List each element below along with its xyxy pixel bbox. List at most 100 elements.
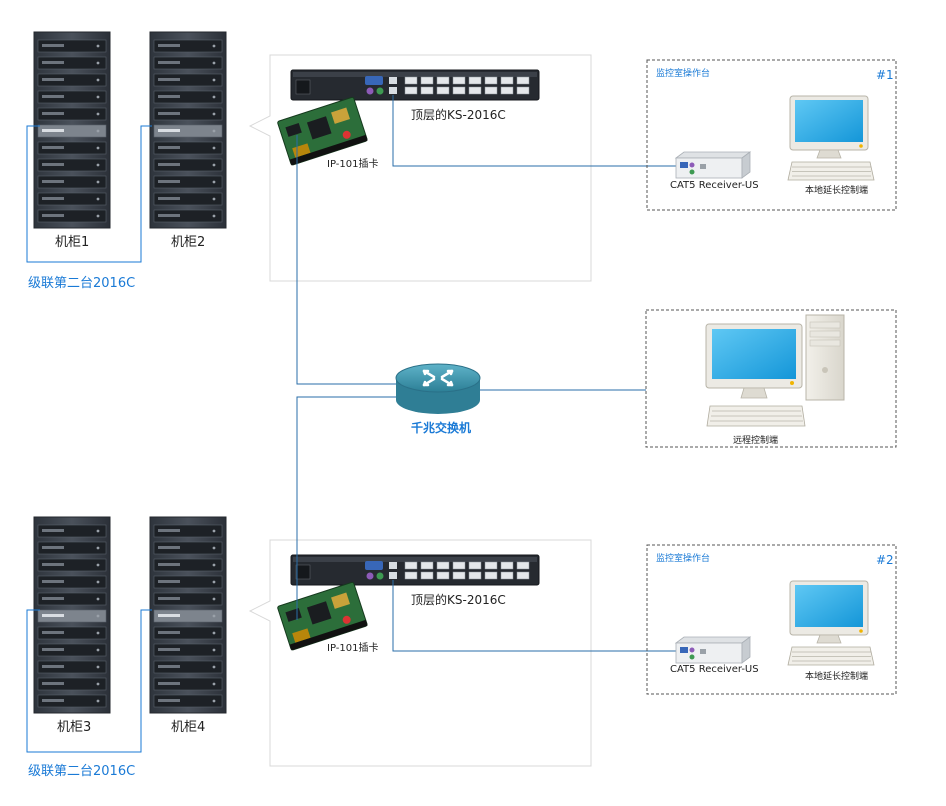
rack-server-unit xyxy=(153,609,223,623)
remote-console-frame xyxy=(645,309,897,448)
rack-server-unit xyxy=(37,124,107,138)
rack-server-unit xyxy=(153,209,223,223)
rack-unit-bezel xyxy=(158,112,180,115)
rack-server-unit xyxy=(153,626,223,640)
line-kvm-top-to-receiver xyxy=(392,95,676,167)
kvm-label-bottom: 顶层的KS-2016C xyxy=(411,592,506,607)
rack-server-unit xyxy=(37,558,107,572)
rack-unit-bezel xyxy=(42,614,64,617)
rj45-port-icon xyxy=(516,86,530,95)
rack-unit-led xyxy=(96,78,100,82)
circuit-board-icon xyxy=(277,96,368,166)
rack-unit-bezel xyxy=(158,563,180,566)
rack-unit-bezel xyxy=(42,648,64,651)
rack-unit-led xyxy=(212,44,216,48)
kvm-switch-unit-top xyxy=(290,69,540,101)
board-connector xyxy=(292,628,311,643)
rack-unit-bezel xyxy=(158,529,180,532)
local-terminal-1-label: 本地延长控制端 xyxy=(805,184,868,196)
keyboard-icon xyxy=(787,646,875,666)
switch-label: 千兆交换机 xyxy=(411,420,471,435)
rack-unit-led xyxy=(212,563,216,567)
rack-unit-led xyxy=(212,580,216,584)
rj45-port-icon xyxy=(404,561,418,570)
rack-unit-led xyxy=(212,180,216,184)
rack-unit-bezel xyxy=(158,214,180,217)
rj45-port-icon xyxy=(484,571,498,580)
rack-unit-bezel xyxy=(158,44,180,47)
rack-unit-led xyxy=(96,597,100,601)
rack-server-unit xyxy=(153,141,223,155)
rack-unit-bezel xyxy=(158,682,180,685)
board-bracket xyxy=(289,619,368,651)
rack-server-unit xyxy=(153,107,223,121)
monitor-stand xyxy=(816,634,842,644)
remote-console-label: 远程控制端 xyxy=(733,434,778,446)
board-chip xyxy=(306,116,332,140)
rack-unit-led xyxy=(96,180,100,184)
line-kvm-bottom-to-receiver xyxy=(392,580,676,652)
rack-unit-led xyxy=(212,665,216,669)
receiver-2 xyxy=(674,636,752,664)
rack-cabinet-2 xyxy=(149,31,227,229)
monitor-screen xyxy=(795,100,863,142)
board-bracket xyxy=(289,134,368,166)
vga-port-icon xyxy=(365,561,383,570)
line-card-top-to-switch xyxy=(296,135,400,385)
rack-unit-bezel xyxy=(42,563,64,566)
rack-server-unit xyxy=(37,541,107,555)
rack-unit-led xyxy=(212,682,216,686)
receiver-side xyxy=(741,151,751,179)
rack-unit-bezel xyxy=(42,546,64,549)
rack-server-unit xyxy=(37,192,107,206)
rack-unit-bezel xyxy=(42,631,64,634)
cabinet-2-label: 机柜2 xyxy=(171,235,205,250)
rack-unit-bezel xyxy=(158,180,180,183)
rack-server-unit xyxy=(37,56,107,70)
monitor-icon xyxy=(705,323,803,399)
receiver-ps2-port-icon xyxy=(689,654,695,660)
rack-server-unit xyxy=(153,192,223,206)
rack-server-unit xyxy=(37,575,107,589)
rack-server-unit xyxy=(37,677,107,691)
rack-unit-led xyxy=(96,95,100,99)
receiver-side xyxy=(741,636,751,664)
console-2-title: 监控室操作台 xyxy=(656,552,710,564)
cabinet-4-label: 机柜4 xyxy=(171,720,205,735)
cascade-bracket-top xyxy=(26,125,152,263)
rj45-port-icon xyxy=(468,561,482,570)
receiver-vga-port-icon xyxy=(680,647,688,653)
rack-unit-bezel xyxy=(42,214,64,217)
rack-server-unit xyxy=(37,643,107,657)
receiver-ps2-port-icon xyxy=(689,169,695,175)
rack-unit-led xyxy=(96,129,100,133)
rack-unit-led xyxy=(212,146,216,150)
rack-unit-bezel xyxy=(42,699,64,702)
rack-server-unit xyxy=(153,694,223,708)
circuit-board-icon xyxy=(277,581,368,651)
rack-unit-bezel xyxy=(42,597,64,600)
rack-server-unit xyxy=(153,643,223,657)
rack-unit-bezel xyxy=(42,112,64,115)
keyboard-icon xyxy=(706,405,806,427)
rack-unit-led xyxy=(96,44,100,48)
rack-unit-led xyxy=(212,529,216,533)
usb-port-icon xyxy=(389,572,397,579)
ip-card-bottom xyxy=(277,581,368,651)
rj45-port-icon xyxy=(404,86,418,95)
receiver-top xyxy=(674,636,752,644)
rj45-port-icon xyxy=(468,571,482,580)
rack-unit-led xyxy=(212,631,216,635)
rack-unit-led xyxy=(96,146,100,150)
rack-unit-bezel xyxy=(158,95,180,98)
rack-cabinet-1 xyxy=(33,31,111,229)
rack-unit-bezel xyxy=(158,580,180,583)
rack-server-unit xyxy=(37,524,107,538)
board-component xyxy=(331,107,350,124)
rack-unit-led xyxy=(96,214,100,218)
rack-server-unit xyxy=(37,209,107,223)
ps2-mouse-port-icon xyxy=(366,572,374,580)
rack-server-unit xyxy=(153,39,223,53)
cascade-label-bottom: 级联第二台2016C xyxy=(28,764,135,779)
rack-unit-led xyxy=(212,597,216,601)
